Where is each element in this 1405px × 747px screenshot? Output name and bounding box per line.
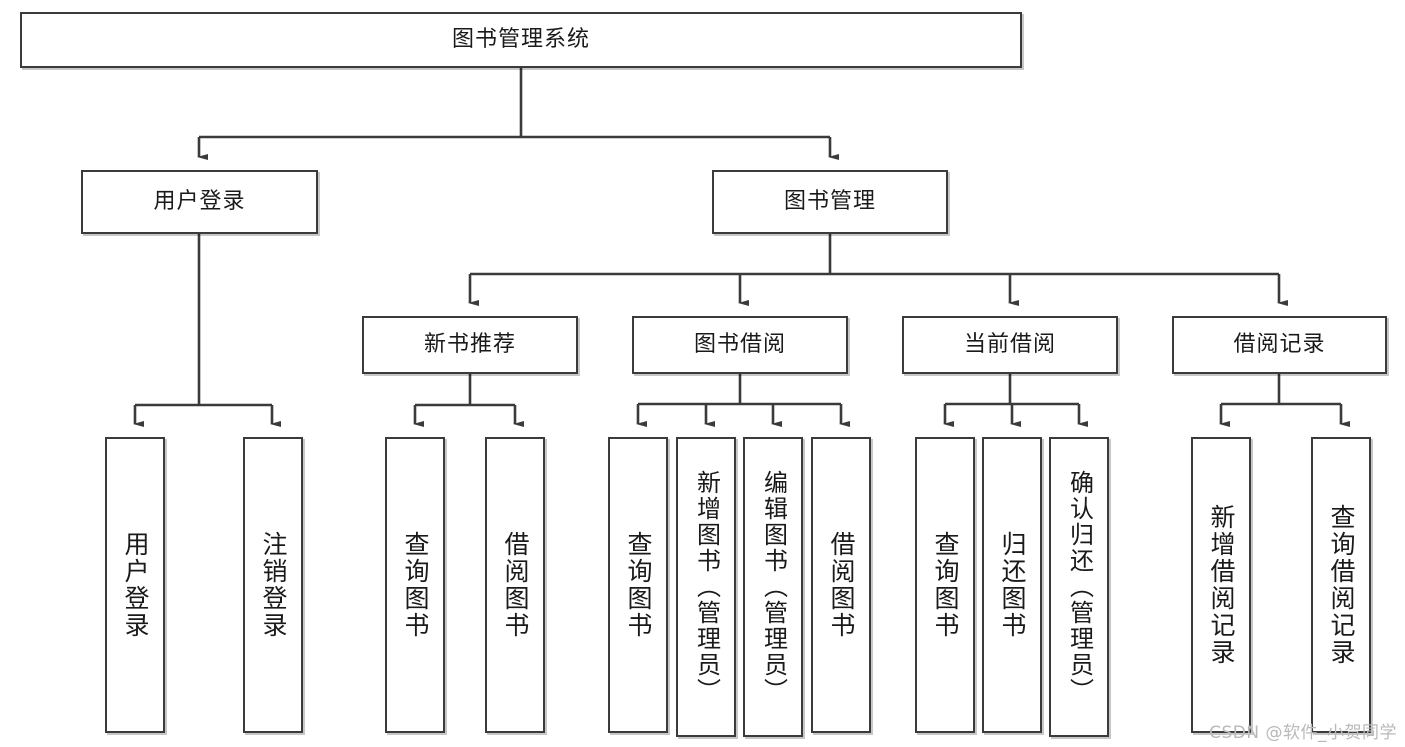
leaf-add-book-admin[interactable]: 新增图书（管理员） bbox=[676, 437, 736, 737]
leaf-return-book[interactable]: 归还图书 bbox=[982, 437, 1042, 733]
leaf-query-book-recommend[interactable]: 查询图书 bbox=[385, 437, 445, 733]
leaf-query-book-current-label: 查询图书 bbox=[931, 531, 960, 639]
node-root-label: 图书管理系统 bbox=[451, 26, 590, 52]
node-borrow-records-label: 借阅记录 bbox=[1233, 331, 1326, 357]
node-user-login[interactable]: 用户登录 bbox=[81, 170, 318, 234]
leaf-confirm-return-admin-label: 确认归还（管理员） bbox=[1065, 470, 1094, 704]
leaf-borrow-book-recommend[interactable]: 借阅图书 bbox=[485, 437, 545, 733]
leaf-borrow-book-label: 借阅图书 bbox=[827, 531, 856, 639]
node-borrow-records[interactable]: 借阅记录 bbox=[1172, 316, 1387, 374]
leaf-confirm-return-admin[interactable]: 确认归还（管理员） bbox=[1049, 437, 1109, 737]
leaf-query-book-borrow-label: 查询图书 bbox=[624, 531, 653, 639]
leaf-query-book-borrow[interactable]: 查询图书 bbox=[608, 437, 668, 733]
node-book-management-label: 图书管理 bbox=[783, 188, 876, 214]
leaf-user-login-label: 用户登录 bbox=[121, 531, 150, 639]
node-book-borrow-label: 图书借阅 bbox=[693, 331, 786, 357]
node-current-borrow[interactable]: 当前借阅 bbox=[902, 316, 1118, 374]
leaf-query-borrow-record[interactable]: 查询借阅记录 bbox=[1311, 437, 1371, 733]
leaf-logout[interactable]: 注销登录 bbox=[243, 437, 303, 733]
node-new-book-recommend[interactable]: 新书推荐 bbox=[362, 316, 578, 374]
leaf-query-book-recommend-label: 查询图书 bbox=[401, 531, 430, 639]
node-current-borrow-label: 当前借阅 bbox=[963, 331, 1056, 357]
node-root[interactable]: 图书管理系统 bbox=[20, 12, 1022, 68]
node-book-management[interactable]: 图书管理 bbox=[712, 170, 948, 234]
leaf-borrow-book[interactable]: 借阅图书 bbox=[811, 437, 871, 733]
leaf-return-book-label: 归还图书 bbox=[998, 531, 1027, 639]
leaf-add-borrow-record-label: 新增借阅记录 bbox=[1207, 504, 1236, 666]
leaf-borrow-book-recommend-label: 借阅图书 bbox=[501, 531, 530, 639]
node-new-book-recommend-label: 新书推荐 bbox=[423, 331, 516, 357]
leaf-edit-book-admin-label: 编辑图书（管理员） bbox=[759, 470, 788, 704]
leaf-logout-label: 注销登录 bbox=[259, 531, 288, 639]
leaf-user-login[interactable]: 用户登录 bbox=[105, 437, 165, 733]
leaf-edit-book-admin[interactable]: 编辑图书（管理员） bbox=[743, 437, 803, 737]
leaf-add-book-admin-label: 新增图书（管理员） bbox=[692, 470, 721, 704]
node-book-borrow[interactable]: 图书借阅 bbox=[632, 316, 848, 374]
leaf-add-borrow-record[interactable]: 新增借阅记录 bbox=[1191, 437, 1251, 733]
leaf-query-book-current[interactable]: 查询图书 bbox=[915, 437, 975, 733]
node-user-login-label: 用户登录 bbox=[153, 188, 246, 214]
leaf-query-borrow-record-label: 查询借阅记录 bbox=[1327, 504, 1356, 666]
watermark: CSDN @软件_小贺同学 bbox=[1209, 723, 1397, 743]
